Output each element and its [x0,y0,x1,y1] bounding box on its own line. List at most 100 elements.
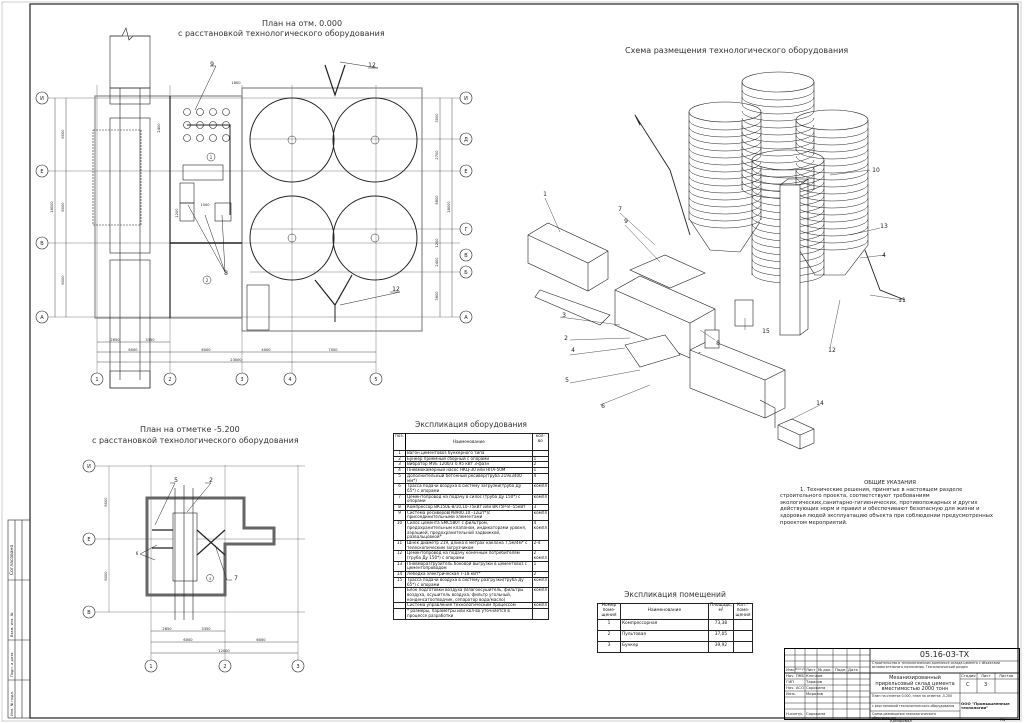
silo-ring [795,232,869,244]
col-name: Наименование [620,603,709,620]
dimension: 23000 [230,358,242,362]
axis-label: И [40,96,44,102]
plan-bottom-title-1: План на отметке -5.200 [140,425,240,434]
sheet-value: 3 [984,682,988,688]
col-num: Номер поме-щения [597,603,621,620]
axis-label: 5 [374,377,377,383]
plan-top-title-2: с расстановкой технологического оборудов… [178,29,385,38]
col-header: № док. [818,667,832,672]
table-header-row: поз. Наименование кол-во [393,433,550,451]
dimension: 3350 [145,338,155,342]
silo-ring [688,154,762,166]
callout-label: 8 [716,340,720,347]
col-header: Изм. [786,667,795,672]
dimension: 5800 [435,195,439,205]
dimension: 2650 [110,338,120,342]
cell-name: Блок подготовки воздуха (Влагоосушитель,… [405,587,533,604]
dimension: 18000 [50,201,54,213]
silo-ring [688,161,762,173]
sheet-title-2: с расстановкой технологического оборудов… [872,704,955,708]
cell-qty: компл [531,602,550,610]
callout-label: 8 [224,270,228,277]
callout-label: 7 [618,206,622,213]
silo-ring [795,239,869,251]
drawing-code: 05.16-03-ТХ [919,650,970,659]
callout-label: 12 [368,62,376,69]
col-header: Подп. [835,667,847,672]
cell-cat [733,640,753,653]
callout-label: 12 [392,286,400,293]
axis-label: 1 [95,377,98,383]
axis-label: В [87,610,91,616]
cell-num: 3 [597,640,621,653]
silo-ring [795,218,869,230]
silo-ring [795,148,869,160]
cell-name: Дополнительный бетонный ресивер(труба 21… [405,472,533,485]
margin-agreed: Согласовано [9,545,15,575]
receivers-group [183,108,231,215]
silo-ring [688,189,762,201]
cell-name: Пультовая [620,629,709,642]
role: ГИП [786,679,795,684]
cell-name: Цементопровод на подачу в силос (труба Д… [405,493,533,506]
cell-pos: 9 [393,509,406,522]
callout-label: 2 [209,477,213,484]
copied-label: Копировал [890,718,912,723]
callout-label: 2 [564,335,568,342]
cell-pos: 11 [393,539,406,552]
axis-label: 1 [149,664,152,670]
cell-pos: 10 [393,520,406,541]
margin-inv-orig: Инв. № подл. [10,691,14,716]
rooms-table-title: Экспликация помещений [624,590,726,599]
silo-ring [795,176,869,188]
cell-qty: 2 компл [531,550,550,562]
cell-num: 1 [597,618,621,631]
person: Тарасов [806,679,823,684]
cell-name: Шнек диаметр 219, длина в метрах наклона… [405,539,533,552]
silo-ring [741,96,815,108]
notes-text: 1. Технические решения, принятые в насто… [780,486,993,526]
role: Инж. [786,691,796,696]
silo-ring [688,210,762,222]
axis-label: Е [87,537,90,543]
dimension: 1800 [231,81,241,85]
callout-label: 3 [562,312,566,319]
col-area: Площадь, м² [707,603,735,620]
dimension: 3600 [435,291,439,301]
callout-label: 13 [880,223,888,230]
dimension: 18000 [447,201,451,213]
silo-ring [741,117,815,129]
plan-top: План на отм. 0.000 с расстановкой технол… [35,19,473,389]
silo-ring [688,182,762,194]
dimension: 1500 [200,203,210,207]
silo-ring [688,175,762,187]
callout-label: 5 [174,477,178,484]
silo-ring [795,204,869,216]
dimension: 6000 [61,129,65,139]
col-qty: кол-во [531,433,550,451]
stage-label: Стадия [961,673,976,678]
dimension: 2400 [157,123,161,133]
table-row: Блок подготовки воздуха (Влагоосушитель,… [393,587,550,604]
callout-label: 15 [762,328,770,335]
axis-label: 4 [288,377,291,383]
callout-label: 4 [882,252,886,259]
silo-ring [795,190,869,202]
col-name: Наименование [405,433,533,451]
sheets-label: Листов [999,673,1014,678]
general-notes: ОБЩИЕ УКАЗАНИЯ 1. Технические решения, п… [780,480,1000,526]
axis-label: 2 [168,377,171,383]
axis-label: Б [464,270,468,276]
silo-ring [688,119,762,131]
cell-name: Пневморазгрузитель боковой выгрузки в це… [405,560,533,573]
silo-ring [795,211,869,223]
format-label: А1 [1000,717,1006,722]
person: Клочков [806,673,823,678]
cell-pos: 15 [393,576,406,589]
axis-label: Е [40,169,43,175]
callout-label: 11 [898,297,906,304]
